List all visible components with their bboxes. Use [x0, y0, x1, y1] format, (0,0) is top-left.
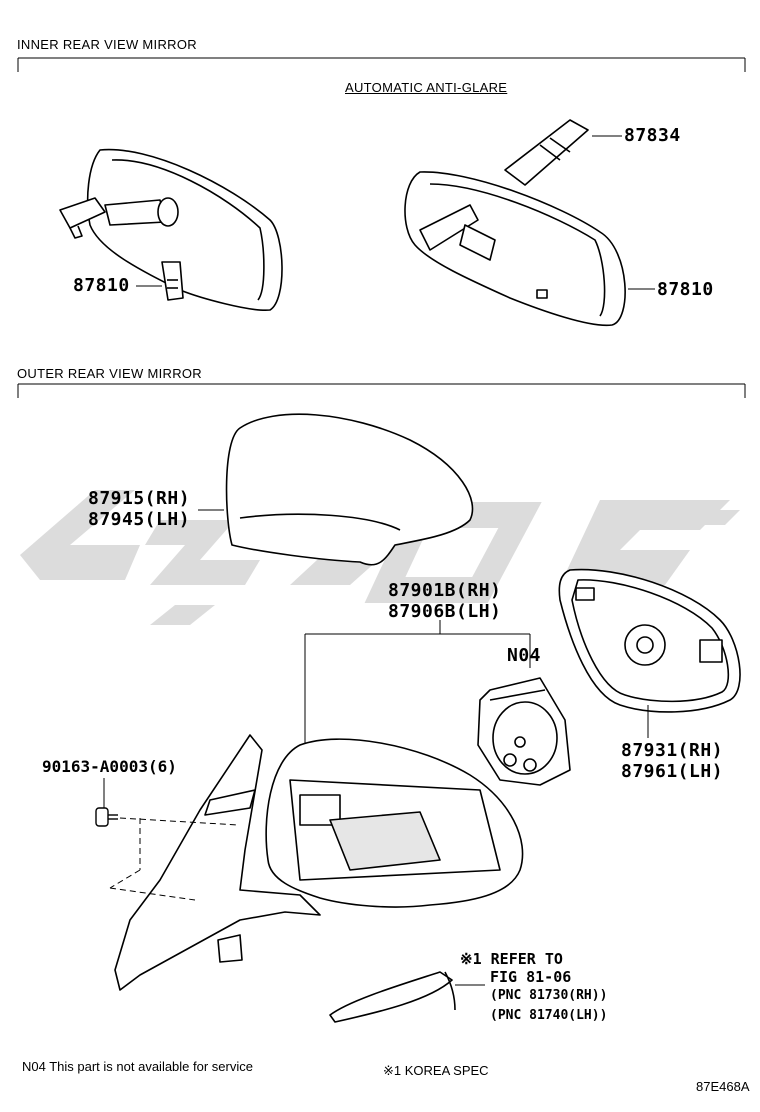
reference-line-3: (PNC 81730(RH)) [490, 988, 608, 1003]
part-label-87931: 87931(RH) [621, 740, 724, 761]
outer-section-frame [17, 383, 746, 398]
part-label-87961: 87961(LH) [621, 761, 724, 782]
mirror-cover [225, 413, 474, 566]
anti-glare-subheading: AUTOMATIC ANTI-GLARE [345, 80, 508, 95]
mirror-housing [265, 738, 524, 908]
screw-part [95, 807, 118, 827]
footnote-korea-spec: ※1 KOREA SPEC [383, 1063, 489, 1078]
part-label-87901B: 87901B(RH) [388, 580, 502, 601]
part-label-87915: 87915(RH) [88, 488, 191, 509]
part-label-87810-right: 87810 [657, 279, 714, 300]
inner-section-frame [17, 57, 746, 72]
part-label-87810-left: 87810 [73, 275, 130, 296]
part-label-90163: 90163-A0003(6) [42, 757, 177, 776]
mirror-glass [558, 568, 741, 713]
reference-line-4: (PNC 81740(LH)) [490, 1008, 608, 1023]
part-label-87834: 87834 [624, 125, 681, 146]
part-label-87906B: 87906B(LH) [388, 601, 502, 622]
inner-section-title: INNER REAR VIEW MIRROR [17, 37, 197, 52]
reference-line-1: ※1 REFER TO [460, 950, 563, 968]
outer-section-title: OUTER REAR VIEW MIRROR [17, 366, 202, 381]
figure-code: 87E468A [696, 1079, 750, 1094]
footnote-n04: N04 This part is not available for servi… [22, 1059, 253, 1074]
inner-mirror-manual [59, 148, 283, 311]
reference-line-2: FIG 81-06 [490, 968, 572, 986]
part-label-87945: 87945(LH) [88, 509, 191, 530]
part-label-n04: N04 [507, 645, 542, 666]
actuator-n04 [477, 677, 571, 786]
inner-mirror-auto [404, 119, 626, 327]
leader-87901B [304, 620, 531, 745]
screw-guide-lines [109, 817, 239, 901]
turn-signal-lens [329, 971, 456, 1023]
